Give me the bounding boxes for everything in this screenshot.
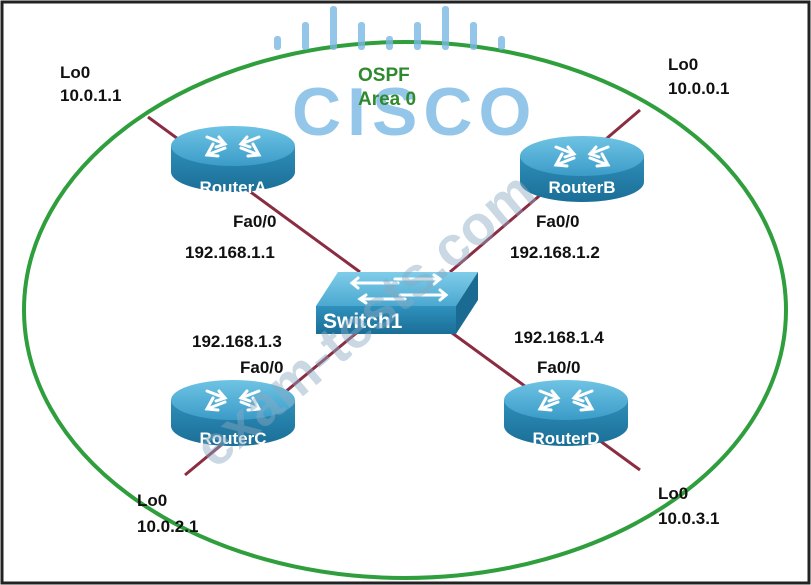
router-c-lo-ip: 10.0.2.1 <box>137 517 198 536</box>
router-c-fa-label: Fa0/0 <box>240 358 283 377</box>
logo-bar <box>470 22 477 50</box>
router-b[interactable]: RouterB <box>518 134 646 204</box>
ospf-area-boundary <box>22 40 788 580</box>
router-d-name: RouterD <box>532 429 599 448</box>
logo-bar <box>414 22 421 50</box>
router-d-lo-label: Lo0 <box>658 484 688 503</box>
router-a-fa-ip: 192.168.1.1 <box>185 243 275 262</box>
router-b-lo-label: Lo0 <box>668 55 698 74</box>
router-d[interactable]: RouterD <box>502 378 630 448</box>
router-b-lo-ip: 10.0.0.1 <box>668 79 729 98</box>
switch-name: Switch1 <box>323 310 403 333</box>
router-b-fa-ip: 192.168.1.2 <box>510 243 600 262</box>
router-d-fa-ip: 192.168.1.4 <box>514 328 604 347</box>
router-a-fa-label: Fa0/0 <box>233 212 276 231</box>
logo-bar <box>358 22 365 50</box>
cisco-logo-text: CISCO <box>292 74 537 150</box>
logo-bar <box>330 6 337 50</box>
router-d-fa-label: Fa0/0 <box>537 358 580 377</box>
switch-arrows-icon <box>349 273 449 305</box>
router-c[interactable]: RouterC <box>169 378 297 448</box>
router-b-name: RouterB <box>548 178 615 197</box>
area-label: Area 0 <box>358 89 416 110</box>
logo-bar <box>302 22 309 50</box>
logo-bar <box>386 36 393 50</box>
switch-front <box>316 306 456 334</box>
router-d-lo-ip: 10.0.3.1 <box>658 509 719 528</box>
logo-bar <box>498 36 505 50</box>
watermark-text: exam-tests.com <box>182 159 547 479</box>
ospf-label: OSPF <box>358 65 410 86</box>
router-c-fa-ip: 192.168.1.3 <box>192 332 282 351</box>
cisco-logo <box>274 6 505 50</box>
switch1[interactable]: Switch1 <box>316 272 478 334</box>
router-a-lo-label: Lo0 <box>60 63 90 82</box>
router-b-fa-label: Fa0/0 <box>536 212 579 231</box>
router-c-name: RouterC <box>199 429 266 448</box>
router-a-lo-ip: 10.0.1.1 <box>60 86 121 105</box>
logo-bar <box>442 6 449 50</box>
logo-bar <box>274 36 281 50</box>
router-a-name: RouterA <box>199 178 266 197</box>
switch-side <box>456 272 478 334</box>
router-a[interactable]: RouterA <box>169 124 297 197</box>
router-c-lo-label: Lo0 <box>137 491 167 510</box>
